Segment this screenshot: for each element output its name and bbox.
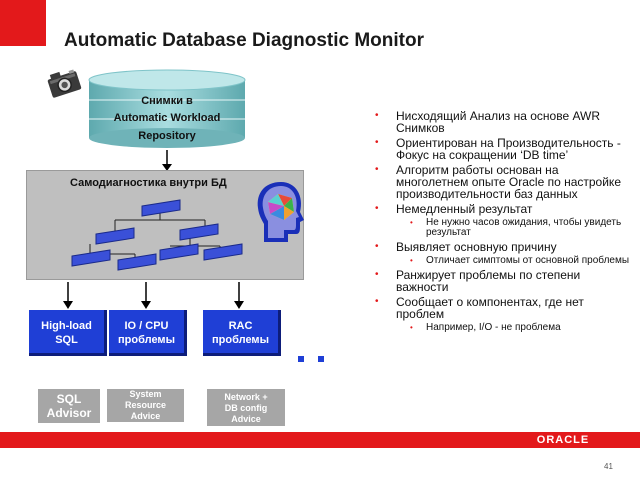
io-cpu-line2: проблемы [118,334,175,346]
footer-red-band [0,432,640,448]
feature-bullet-list: Нисходящий Анализ на основе AWR СнимковО… [372,110,634,336]
ellipsis-dots [298,356,324,362]
highload-sql-box: High-load SQL [29,310,107,356]
highload-sql-line1: High-load [41,320,92,332]
sub-bullet-item: Отличает симптомы от основной проблемы [372,256,634,267]
page-title: Automatic Database Diagnostic Monitor [64,30,424,51]
system-resource-advice-box: System Resource Advice [107,389,184,422]
bullet-item: Нисходящий Анализ на основе AWR Снимков [372,110,634,134]
page-number: 41 [604,462,613,471]
bullet-item: Немедленный результат [372,203,634,215]
repository-label-line2: Automatic Workload [113,112,221,124]
camera-icon [47,69,82,98]
system-resource-line1: System [129,389,162,399]
network-advice-line2: DB config [224,403,268,413]
arrow-to-rac [234,282,244,309]
network-advice-line3: Advice [231,414,261,424]
network-advice-line1: Network + [224,392,268,402]
bullet-item: Ориентирован на Производительность - Фок… [372,137,634,161]
rac-line2: проблемы [212,334,269,346]
sql-advisor-box: SQL Advisor [38,389,100,423]
rac-line1: RAC [228,320,253,332]
repository-label-line1: Снимки в [141,95,193,107]
highload-sql-line2: SQL [55,334,78,346]
arrow-to-io-cpu [141,282,151,309]
bullet-item: Сообщает о компонентах, где нет проблем [372,296,634,320]
brain-head-icon [257,182,304,242]
sql-advisor-line2: Advisor [46,406,92,420]
sub-bullet-item: Не нужно часов ожидания, чтобы увидеть р… [372,218,634,238]
arrow-repository-to-diagnostics [162,150,172,171]
system-resource-line2: Resource [124,400,167,410]
rac-box: RAC проблемы [203,310,281,356]
diagnostic-tree-diagram [71,199,243,271]
bullet-item: Ранжирует проблемы по степени важности [372,269,634,293]
system-resource-line3: Advice [130,411,161,421]
arrow-to-highload-sql [63,282,73,309]
oracle-logo: ORACLE [536,434,590,446]
io-cpu-line1: IO / CPU [124,320,169,332]
brand-red-square [0,0,46,46]
repository-label-line3: Repository [138,130,196,142]
bullet-item: Алгоритм работы основан на многолетнем о… [372,164,634,200]
sql-advisor-line1: SQL [56,392,82,406]
sub-bullet-item: Например, I/O - не проблема [372,323,634,334]
self-diagnostics-label: Самодиагностика внутри БД [70,177,227,189]
bullet-item: Выявляет основную причину [372,241,634,253]
io-cpu-box: IO / CPU проблемы [109,310,187,356]
network-db-config-advice-box: Network + DB config Advice [207,389,285,426]
awr-repository-cylinder [88,69,246,148]
